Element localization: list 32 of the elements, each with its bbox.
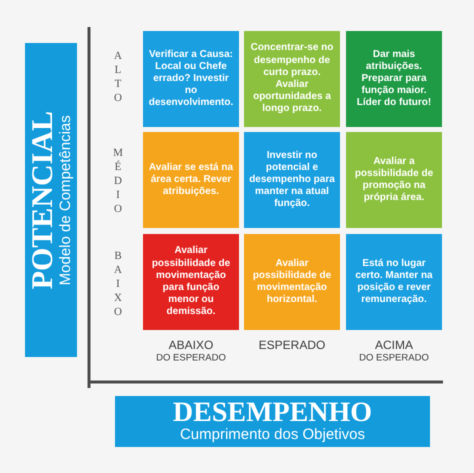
matrix-cell <box>244 132 340 228</box>
horizontal-axis-band <box>115 396 430 447</box>
recommendation-text: Avaliar se está na área certa. Rever atribuições. <box>148 162 234 198</box>
axis-subtitle: Cumprimento dos Objetivos <box>178 427 366 444</box>
axis-title: POTENCIAL <box>28 110 58 290</box>
matrix-cell <box>346 132 442 228</box>
matrix-cell <box>143 31 239 127</box>
axis-title: DESEMPENHO <box>172 399 372 428</box>
axis-subtitle: Modelo de Competências <box>58 114 74 288</box>
row-label: MÉDIO <box>112 147 124 217</box>
row-label: BAIXO <box>112 250 124 320</box>
matrix-cell <box>244 31 340 127</box>
recommendation-text: Avaliar possibilidade de movimentação para função menor ou demissão. <box>150 245 232 319</box>
column-sublabel: DO ESPERADO <box>156 352 226 364</box>
recommendation-text: Avaliar a possibilidade de promoção na própria área. <box>354 156 434 204</box>
matrix-cell <box>244 234 340 330</box>
recommendation-text: Está no lugar certo. Manter na posição e rever remuneração. <box>354 258 434 306</box>
matrix-cell <box>346 234 442 330</box>
row-label: ALTO <box>112 50 124 106</box>
recommendation-text: Concentrar-se no desempenho de curto prazo. Avaliar oportunidades a longo prazo. <box>250 42 334 116</box>
vertical-axis-band <box>25 43 77 357</box>
matrix-cell <box>143 132 239 228</box>
recommendation-text: Dar mais atribuições. Preparar para função maior. Líder do futuro! <box>356 48 432 110</box>
column-sublabel: DO ESPERADO <box>359 352 429 364</box>
column-label: ABAIXO <box>168 338 214 352</box>
recommendation-text: Verificar a Causa: Local ou Chefe errado? Investir no desenvolvimento. <box>148 48 234 110</box>
matrix-cell <box>143 234 239 330</box>
matrix-cell <box>346 31 442 127</box>
column-label: ACIMA <box>375 338 413 352</box>
recommendation-text: Investir no potencial e desempenho para manter na atual função. <box>248 150 336 210</box>
column-label: ESPERADO <box>258 338 326 352</box>
recommendation-text: Avaliar possibilidade de movimentação horizontal. <box>252 258 332 306</box>
